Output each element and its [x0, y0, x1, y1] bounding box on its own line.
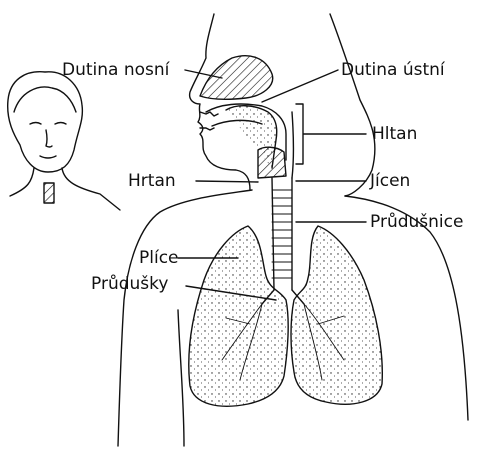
- nasal-cavity-shape: [200, 56, 273, 100]
- label-bronchi: Průdušky: [91, 274, 168, 294]
- small-head-figure: [8, 72, 120, 210]
- label-trachea: Průdušnice: [370, 212, 463, 232]
- label-pharynx: Hltan: [372, 124, 417, 144]
- label-oral-cavity: Dutina ústní: [341, 60, 445, 80]
- label-lungs: Plíce: [139, 248, 179, 268]
- head-profile: [190, 14, 375, 196]
- label-esophagus: Jícen: [370, 171, 410, 191]
- label-nasal-cavity: Dutina nosní: [62, 60, 169, 80]
- right-lung-shape: [291, 226, 382, 404]
- label-larynx: Hrtan: [128, 171, 176, 191]
